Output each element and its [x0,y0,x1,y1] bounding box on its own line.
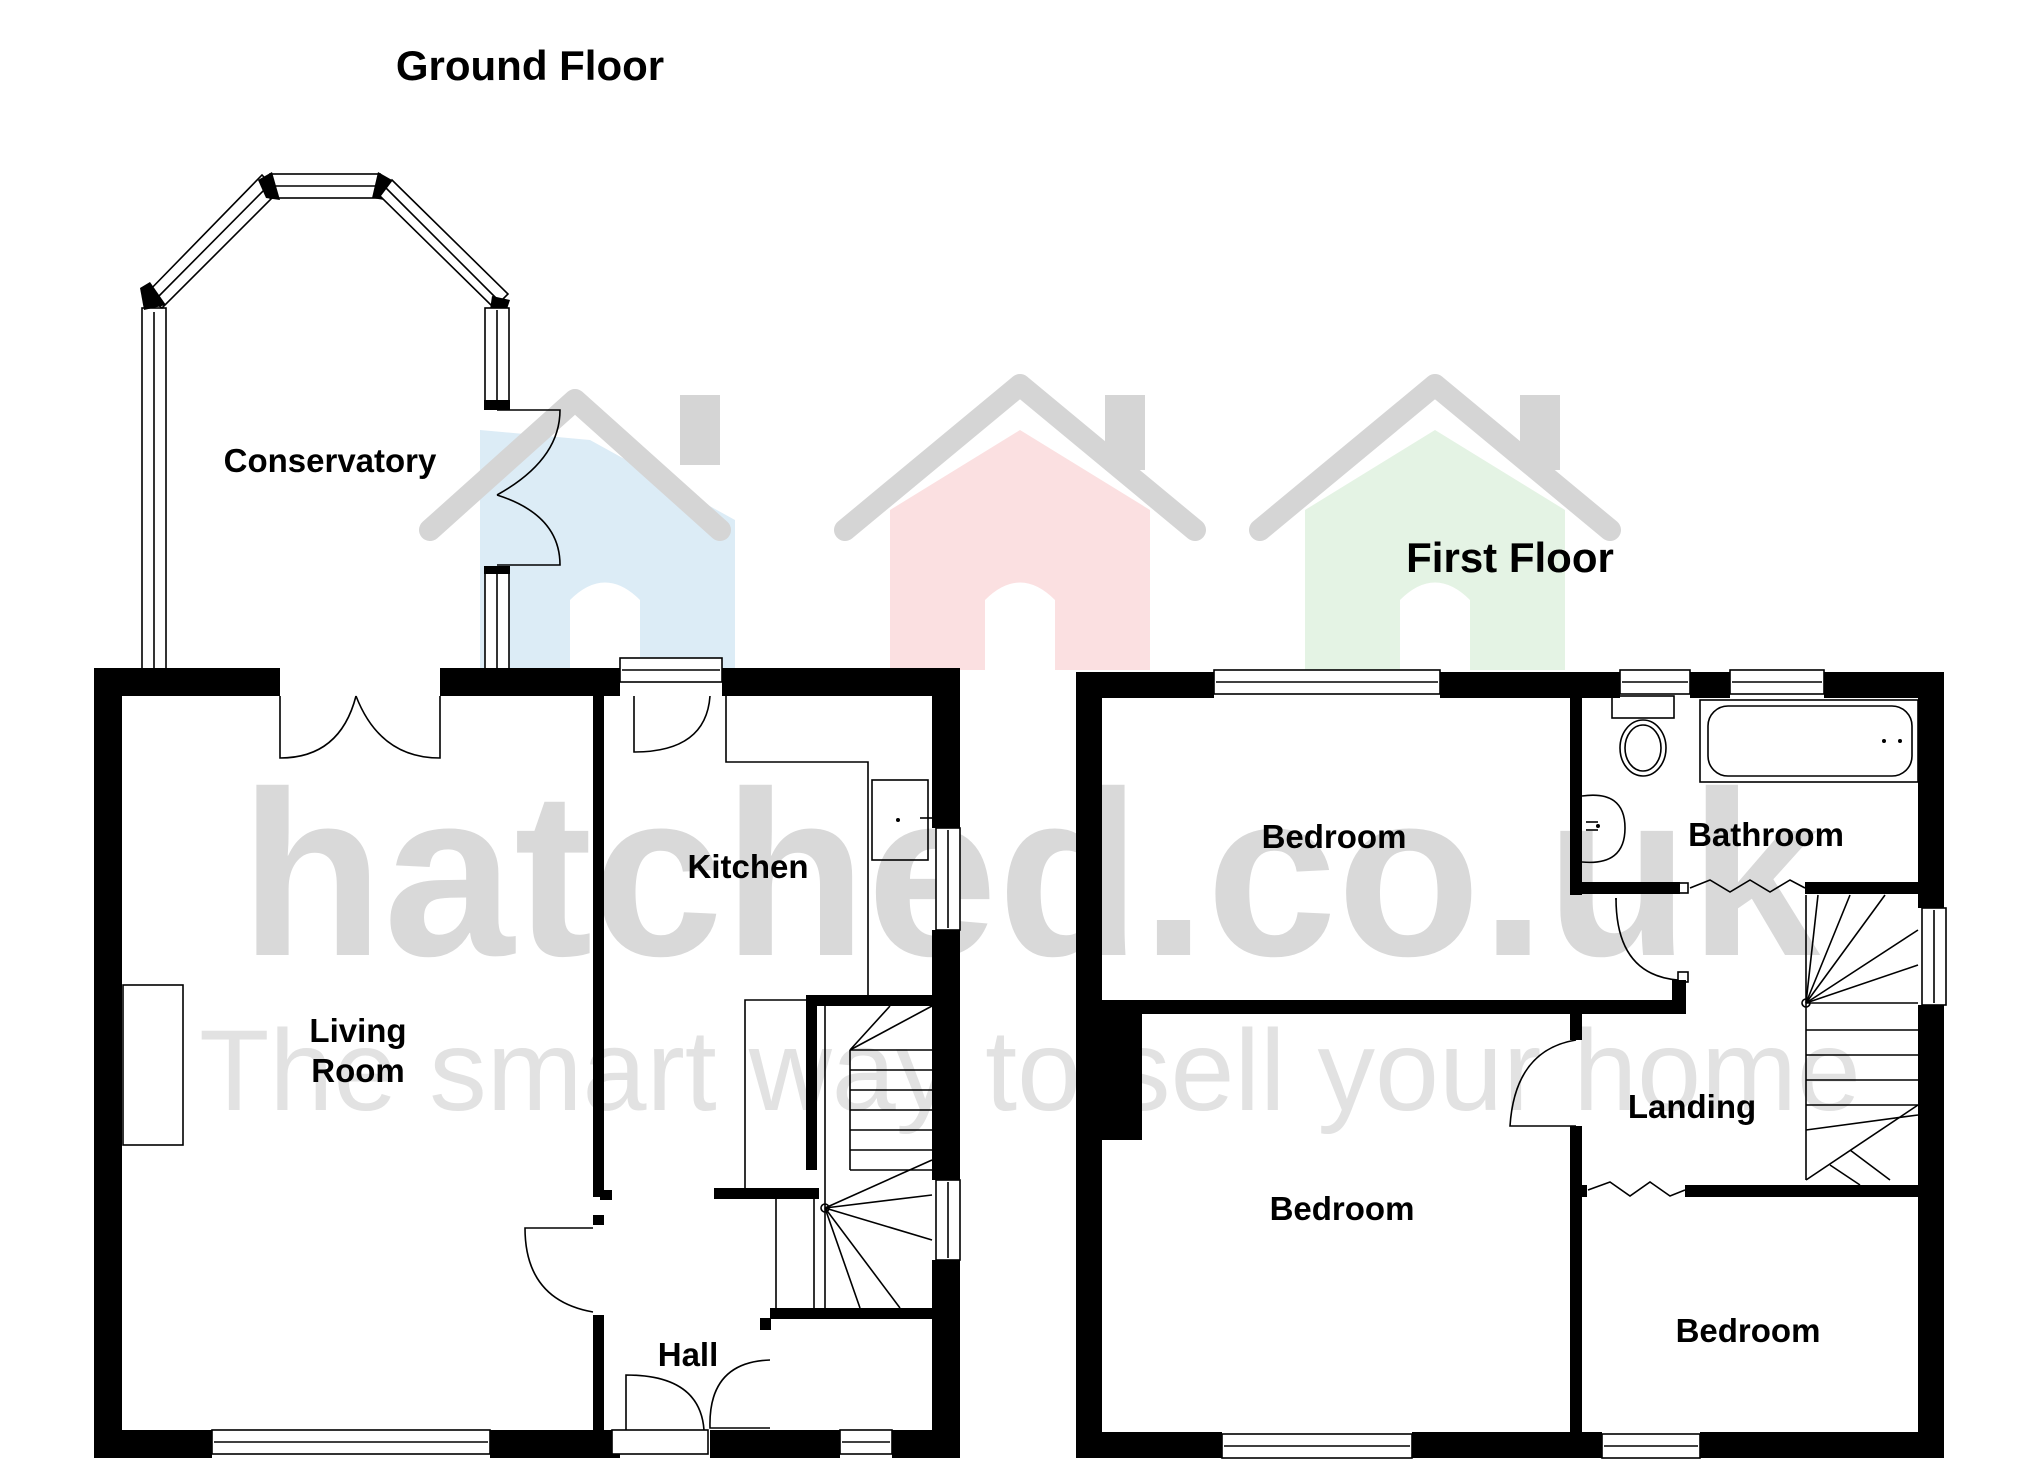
room-label-bathroom: Bathroom [1688,816,1844,853]
room-label-bedroom-bottom: Bedroom [1676,1312,1821,1349]
ground-staircase [820,1005,933,1309]
kitchen-sink [871,779,929,861]
watermark-tagline: The smart way to sell your home [199,1007,1861,1135]
first-doors [1509,879,1806,1197]
basin [1581,794,1626,864]
ground-fixtures [122,696,933,1313]
conservatory-walls [140,172,561,674]
room-label-bedroom-middle: Bedroom [1270,1190,1415,1227]
ground-openings [211,657,961,1455]
first-outer-walls [1076,672,1944,1458]
watermark-house-blue [419,389,735,670]
room-label-conservatory: Conservatory [224,442,437,479]
watermark: hatched.co.uk The smart way to sell your… [199,374,1861,1135]
fireplace [122,984,184,1146]
room-label-hall: Hall [658,1336,719,1373]
room-label-kitchen: Kitchen [687,848,808,885]
room-label-living-line1: Living [309,1012,406,1049]
ground-floor-plan: Conservatory Living Room Kitchen Hall [94,172,961,1458]
bath [1699,699,1919,783]
first-floor-title: First Floor [1406,534,1614,581]
ground-floor-title: Ground Floor [396,42,664,89]
watermark-brand: hatched.co.uk [240,742,1820,1005]
first-staircase [1801,894,1919,1186]
room-label-bedroom-top: Bedroom [1262,818,1407,855]
room-label-living-line2: Room [311,1052,405,1089]
first-floor-plan: Bedroom Bathroom Landing Bedroom Bedroom [1076,669,1947,1459]
ground-inner-walls [524,692,938,1435]
watermark-house-red [834,374,1206,670]
watermark-house-green [1249,374,1621,670]
room-label-landing: Landing [1628,1088,1756,1125]
toilet-bowl [1619,719,1667,777]
toilet-cistern [1611,695,1675,719]
ground-outer-walls [94,668,960,1458]
first-windows [1213,669,1947,1459]
bathroom-fixtures [1581,695,1919,864]
first-inner-walls [1102,695,1935,1444]
